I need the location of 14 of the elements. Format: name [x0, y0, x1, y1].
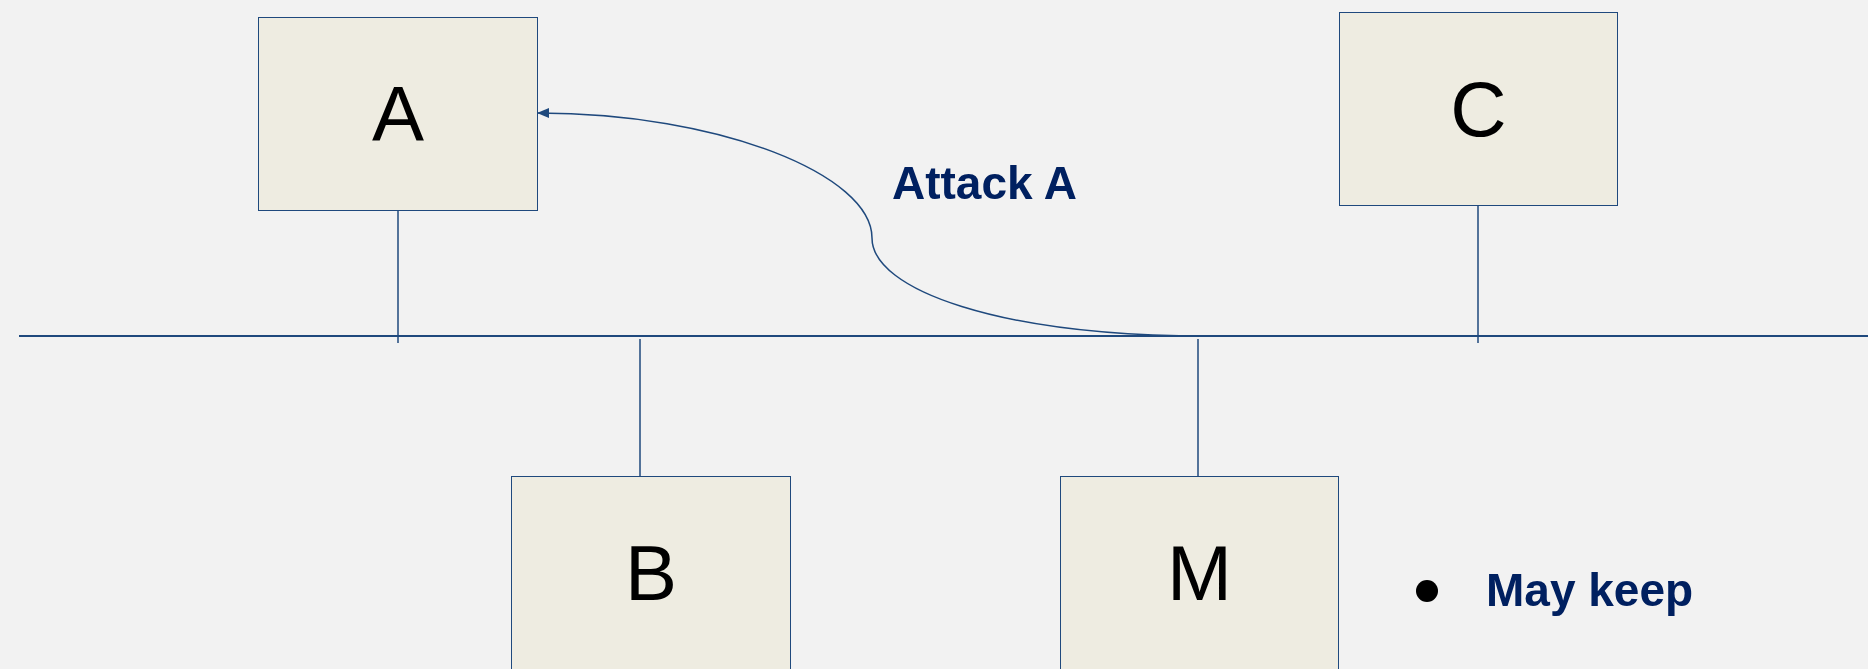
node-label: C	[1450, 70, 1507, 148]
node-box	[1339, 12, 1618, 206]
node-label: M	[1167, 534, 1232, 612]
connector-line	[1477, 205, 1479, 344]
connector-line	[1197, 338, 1199, 477]
node-box	[258, 17, 538, 211]
node-box	[511, 476, 791, 669]
node-box	[1060, 476, 1339, 669]
connector-line	[397, 210, 399, 344]
node-label: B	[625, 534, 677, 612]
connector-line	[639, 338, 641, 477]
node-label: A	[372, 75, 424, 153]
bullet-text: May keep	[1486, 565, 1694, 616]
bus-line	[19, 335, 1868, 337]
